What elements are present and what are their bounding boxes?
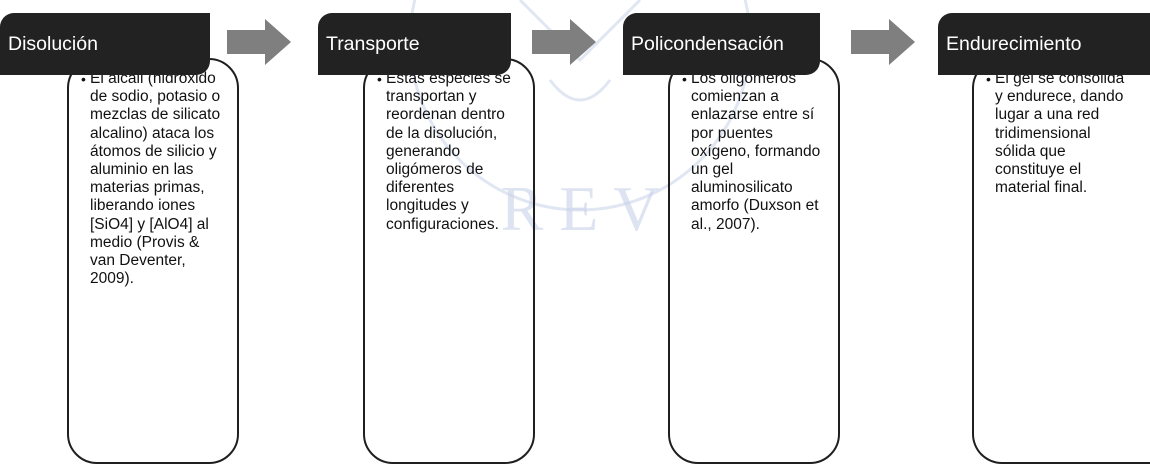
step-description: El gel se consolida y endurece, dando lu… (995, 70, 1125, 197)
step-header-endurecimiento: Endurecimiento (938, 13, 1150, 75)
step-card-transporte: • Estas especies se transportan y reorde… (363, 58, 535, 464)
bullet-marker: • (377, 71, 382, 87)
flow-arrow-icon (851, 19, 915, 65)
step-card-policondensacion: • Los oligómeros comienzan a enlazarse e… (668, 58, 840, 464)
step-header-policondensacion: Policondensación (623, 13, 820, 75)
bullet-marker: • (986, 71, 991, 87)
flow-arrow-icon (227, 19, 291, 65)
flow-arrow-icon (532, 19, 596, 65)
bullet-marker: • (682, 71, 687, 87)
bullet-marker: • (81, 71, 86, 87)
step-description: Los oligómeros comienzan a enlazarse ent… (691, 70, 821, 233)
step-header-disolucion: Disolución (0, 13, 210, 75)
step-title: Endurecimiento (946, 33, 1082, 55)
step-title: Disolución (8, 33, 98, 55)
step-title: Transporte (326, 33, 420, 55)
step-description: Estas especies se transportan y reordena… (386, 70, 511, 233)
step-title: Policondensación (631, 33, 784, 55)
step-header-transporte: Transporte (318, 13, 511, 75)
step-card-endurecimiento: • El gel se consolida y endurece, dando … (972, 58, 1150, 464)
step-card-disolucion: • El álcali (hidróxido de sodio, potasio… (67, 58, 239, 464)
step-description: El álcali (hidróxido de sodio, potasio o… (90, 70, 221, 288)
